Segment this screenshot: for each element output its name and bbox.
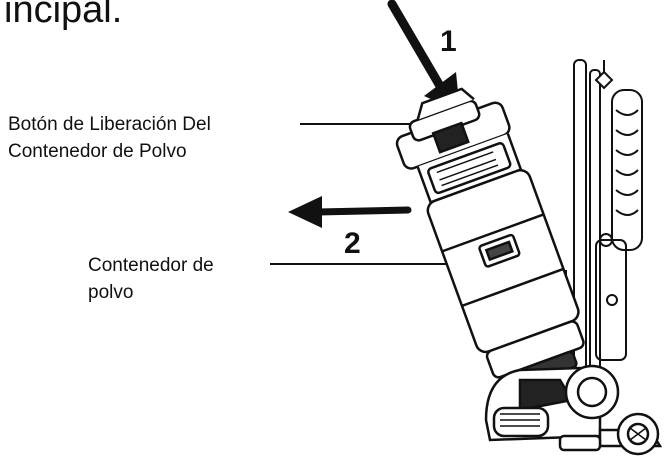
vacuum-floor-head [486,366,660,454]
dust-container [387,77,597,398]
arrow-left-icon [288,196,408,228]
